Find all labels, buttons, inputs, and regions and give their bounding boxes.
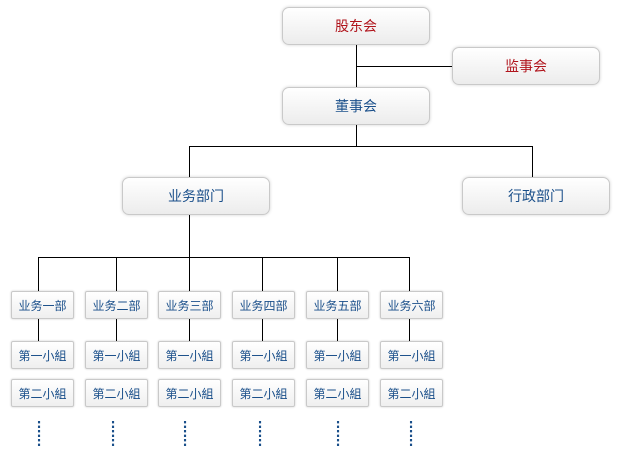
group-2-node: 第二小組 bbox=[11, 379, 74, 407]
admin-division-node: 行政部门 bbox=[462, 177, 610, 215]
group-2-node: 第二小組 bbox=[380, 379, 443, 407]
department-node: 业务四部 bbox=[232, 291, 295, 319]
group-1-node: 第一小組 bbox=[158, 341, 221, 369]
department-node: 业务二部 bbox=[85, 291, 148, 319]
department-node: 业务五部 bbox=[306, 291, 369, 319]
group-1-node: 第一小組 bbox=[232, 341, 295, 369]
business-division-node: 业务部门 bbox=[122, 177, 270, 215]
more-groups-ellipsis: ::: bbox=[408, 417, 414, 449]
department-node: 业务六部 bbox=[380, 291, 443, 319]
more-groups-ellipsis: ::: bbox=[36, 417, 42, 449]
group-2-node: 第二小組 bbox=[158, 379, 221, 407]
more-groups-ellipsis: ::: bbox=[182, 417, 188, 449]
group-1-node: 第一小組 bbox=[306, 341, 369, 369]
group-2-node: 第二小組 bbox=[232, 379, 295, 407]
group-2-node: 第二小組 bbox=[306, 379, 369, 407]
group-1-node: 第一小組 bbox=[380, 341, 443, 369]
more-groups-ellipsis: ::: bbox=[257, 417, 263, 449]
group-1-node: 第一小組 bbox=[85, 341, 148, 369]
department-node: 业务三部 bbox=[158, 291, 221, 319]
supervisors-node: 监事会 bbox=[452, 47, 600, 85]
department-node: 业务一部 bbox=[11, 291, 74, 319]
group-1-node: 第一小組 bbox=[11, 341, 74, 369]
group-2-node: 第二小組 bbox=[85, 379, 148, 407]
more-groups-ellipsis: ::: bbox=[110, 417, 116, 449]
board-node: 董事会 bbox=[282, 87, 430, 125]
more-groups-ellipsis: ::: bbox=[335, 417, 341, 449]
shareholders-node: 股东会 bbox=[282, 7, 430, 45]
